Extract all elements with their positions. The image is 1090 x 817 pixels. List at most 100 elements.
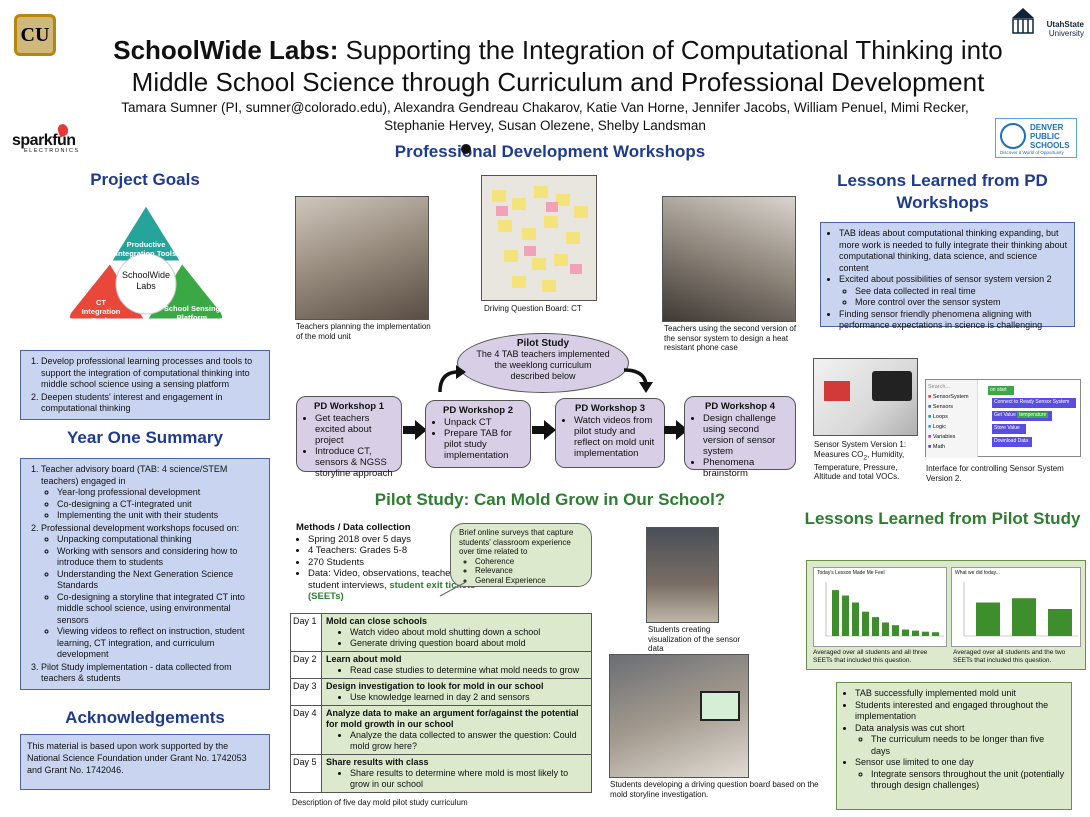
- usu-building-icon: [1012, 8, 1034, 34]
- goals-triangle-diagram: SchoolWide Labs Productive Integration T…: [62, 200, 230, 340]
- arrow-right-icon: [664, 420, 688, 445]
- chart-feel-title: Today's Lesson Made Me Feel: [817, 570, 885, 576]
- interface-block: Download Data: [992, 437, 1032, 447]
- year-one-sub-item: Unpacking computational thinking: [57, 534, 263, 546]
- day-item: Analyze the data collected to answer the…: [350, 730, 587, 752]
- dps-line3: SCHOOLS: [1030, 141, 1070, 150]
- year-one-sub-item: Co-designing a CT-integrated unit: [57, 499, 263, 511]
- chart-bar: [832, 590, 839, 636]
- dps-line1: DENVER: [1030, 123, 1064, 132]
- sensor-board: [824, 381, 850, 401]
- chart-bar: [1048, 609, 1072, 636]
- arrow-right-icon: [403, 420, 427, 445]
- photo2-caption: Driving Question Board: CT: [484, 304, 582, 313]
- interface-menu-label: Sensors: [932, 404, 954, 410]
- lessons-pilot-item: Students interested and engaged througho…: [855, 700, 1065, 723]
- interface-menu-item: ■ Math: [928, 444, 946, 450]
- interface-menu-item: ■ Loops: [928, 414, 948, 420]
- dps-line2: PUBLIC: [1030, 132, 1060, 141]
- year-one-item-1: Teacher advisory board (TAB: 4 science/S…: [41, 464, 263, 522]
- photo-sensor-v1: [813, 358, 918, 436]
- photo-students-visualization: [646, 527, 719, 623]
- lessons-pd-item: Finding sensor friendly phenomena aligni…: [839, 309, 1068, 332]
- authors-line2: Stephanie Hervey, Susan Olezene, Shelby …: [384, 118, 706, 133]
- interface-menu-item: ■ Logic: [928, 424, 947, 430]
- pd-workshops-title: Professional Development Workshops: [394, 142, 706, 161]
- title-rest: Supporting the Integration of Computatio…: [338, 35, 1003, 65]
- pd-workshop-4: PD Workshop 4 Design challenge using sec…: [684, 396, 796, 479]
- lessons-pd-item: Excited about possibilities of sensor sy…: [839, 274, 1068, 309]
- methods-item-text: Data: Video, observations, teacher and s…: [308, 568, 473, 591]
- workshop-item: Design challenge using second version of…: [703, 413, 789, 457]
- title-line2: Middle School Science through Curriculum…: [131, 67, 985, 97]
- day-title: Share results with class: [326, 757, 429, 767]
- cu-logo-text: CU: [20, 23, 50, 46]
- usu-line2: University: [1048, 29, 1084, 38]
- lessons-pd-sub: See data collected in real time: [855, 286, 1068, 298]
- lessons-pilot-title: Lessons Learned from Pilot Study: [804, 509, 1081, 528]
- chart-bar: [882, 622, 889, 636]
- pilot-bubble-text: The 4 TAB teachers implemented the weekl…: [476, 349, 610, 381]
- workshop-item: Phenomena brainstorm: [703, 457, 789, 479]
- year-one-sub-item: Implementing the unit with their student…: [57, 510, 263, 522]
- interface-menu-label: SensorSystem: [932, 394, 969, 400]
- sparkfun-logo: sparkfun ELECTRONICS: [10, 122, 100, 154]
- sensor-v1-caption-post: , Humidity, Temperature, Pressure, Altit…: [814, 449, 905, 482]
- day-title: Mold can close schools: [326, 616, 428, 626]
- callout-pointer-icon: [439, 581, 467, 597]
- interface-screenshot: Search... ■ SensorSystem ■ Sensors ■ Loo…: [925, 379, 1081, 458]
- pilot-study-title: Pilot Study: Can Mold Grow in Our School…: [374, 490, 726, 509]
- interface-menu-label: Logic: [932, 424, 947, 430]
- triangle-right-label: School Sensing Platform: [163, 304, 221, 322]
- lessons-pd-item-text: Excited about possibilities of sensor sy…: [839, 274, 1052, 284]
- interface-block-label: Connect to: [994, 399, 1019, 405]
- photo-teachers-planning: [295, 196, 429, 320]
- chart-bar: [892, 625, 899, 636]
- interface-menu-label: Math: [932, 444, 946, 450]
- lessons-pd-box: TAB ideas about computational thinking e…: [820, 222, 1075, 330]
- chart-feel-panel: Today's Lesson Made Me Feel: [813, 567, 947, 647]
- methods-item: 270 Students: [308, 557, 476, 569]
- day-title: Analyze data to make an argument for/aga…: [326, 708, 579, 729]
- interface-block: Store Value: [992, 424, 1026, 434]
- photo-driving-question-board: [481, 175, 597, 301]
- day-label: Day 3: [291, 679, 322, 705]
- chart1-caption: Averaged over all students and all three…: [813, 649, 928, 664]
- year-one-sub-item: Working with sensors and considering how…: [57, 546, 263, 569]
- project-goals-box: Develop professional learning processes …: [20, 350, 270, 420]
- triangle-svg: [66, 202, 226, 322]
- interface-menu-item: ■ SensorSystem: [928, 394, 969, 400]
- year-one-item-2: Professional development workshops focus…: [41, 523, 263, 661]
- interface-caption: Interface for controlling Sensor System …: [926, 464, 1064, 483]
- goal-item: Develop professional learning processes …: [41, 356, 263, 391]
- pd-workshop-3: PD Workshop 3 Watch videos from pilot st…: [555, 398, 665, 468]
- photo1-caption: Teachers planning the implementation of …: [296, 322, 431, 341]
- day-label: Day 1: [291, 614, 322, 651]
- chart-bar: [872, 617, 879, 636]
- chart-bar: [912, 630, 919, 636]
- day-title: Learn about mold: [326, 654, 402, 664]
- chart-bar: [932, 632, 939, 636]
- triangle-top-label: Productive Integration Tools: [115, 240, 177, 258]
- interface-block-label: Get Value: [994, 412, 1016, 418]
- day-label: Day 2: [291, 652, 322, 678]
- acknowledgements-box: This material is based upon work support…: [20, 734, 270, 790]
- photo-students-visualization-caption: Students creating visualization of the s…: [648, 625, 741, 653]
- photo3-caption: Teachers using the second version of the…: [664, 324, 797, 352]
- pilot-study-bubble: Pilot Study The 4 TAB teachers implement…: [457, 333, 629, 393]
- lessons-pd-item: TAB ideas about computational thinking e…: [839, 228, 1068, 274]
- lessons-pd-sub: More control over the sensor system: [855, 297, 1068, 309]
- sticky-notes: [492, 186, 588, 292]
- interface-menu-label: Variables: [932, 434, 956, 440]
- chart-feel-svg: [825, 582, 944, 637]
- pd-workshop-4-title: PD Workshop 4: [704, 401, 776, 412]
- sparkfun-sub: ELECTRONICS: [24, 148, 80, 154]
- year-one-item-1-text: Teacher advisory board (TAB: 4 science/S…: [41, 464, 228, 486]
- chart-bar: [852, 602, 859, 636]
- pd-workshop-3-title: PD Workshop 3: [574, 403, 646, 414]
- photo-sensor-v2: [662, 196, 796, 322]
